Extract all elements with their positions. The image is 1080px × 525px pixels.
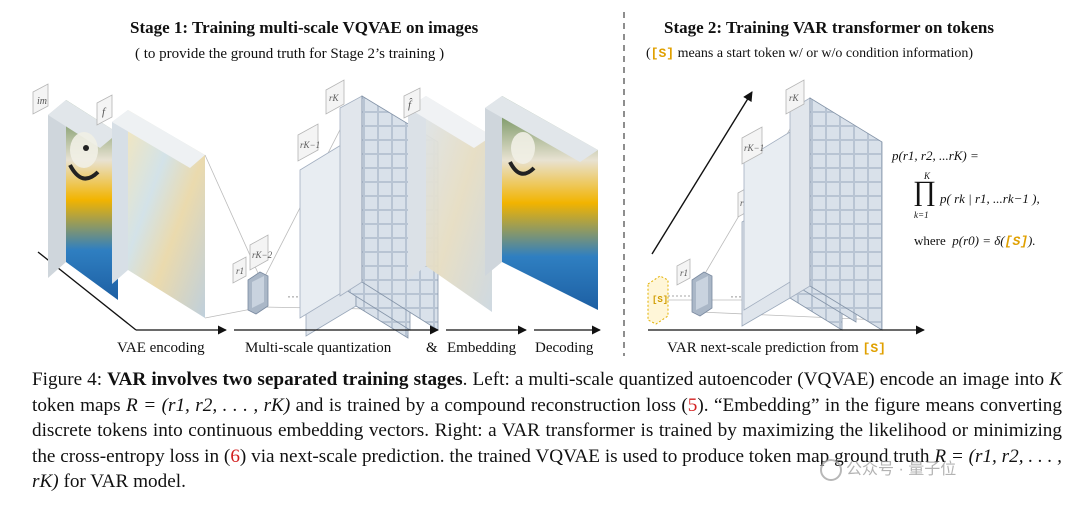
caption-K: K [1049,369,1063,390]
figure-caption: Figure 4: VAR involves two separated tra… [32,367,1062,495]
f-label: f [102,106,107,118]
formula-line3-body: p(r0) = δ( [952,233,1005,248]
caption-p2: token maps [32,394,127,416]
feature-f-slab [112,110,205,318]
wechat-icon [820,458,842,481]
caption-p5: ) via next-scale prediction. the trained… [239,445,935,467]
stage2-subtitle: ([S] means a start token w/ or w/o condi… [646,46,973,62]
start-token-s: [S] [647,275,669,325]
feature-f-hat-slab [408,96,492,312]
f-label-tag: f [96,94,113,126]
formula-prod: ∏ [913,176,937,207]
caption-R-def2: R = (r1, r2, . . . , rK) [32,445,1062,493]
r1-label-tag: r1 [232,256,247,284]
axis-label-decoding: Decoding [535,340,594,356]
caption-bold: VAR involves two separated training stag… [107,369,463,390]
stage2-rK-label: rK [789,93,800,103]
stage2-rK-tag: rK [785,79,805,115]
formula-where: where [914,233,946,248]
stage2-title: Stage 2: Training VAR transformer on tok… [664,18,994,37]
caption-R-def: R = (r1, r2, . . . , rK) [126,394,291,416]
formula-prod-bottom: k=1 [914,210,929,220]
formula-line3-end: ). [1028,233,1036,248]
caption-ref-6[interactable]: 6 [230,445,240,467]
stage1-ellipsis: ··· [287,289,299,303]
caption-p4: ). “Embedding” in the figure means conve… [32,394,1062,467]
stage2-subtitle-open: ( [646,46,651,61]
rK1-label-tag: rK−1 [297,123,320,162]
token-map-r1 [247,271,269,315]
formula-line2-body: p( rk | r1, ...rk−1 ), [940,191,1040,206]
stage1-diagram: im f r1 ··· [32,79,601,339]
stage2-token-rK [789,97,883,331]
stage2-r1-label: r1 [680,268,688,278]
r1-label: r1 [236,266,244,276]
f-hat-label: f̂ [408,98,413,111]
stage2-rK1-label: rK−1 [744,143,764,153]
caption-p3: and is trained by a compound reconstruct… [290,394,688,416]
axis-label-amp: & [426,340,438,356]
formula-line3-tag: [S] [1004,234,1029,249]
stage1-title: Stage 1: Training multi-scale VQVAE on i… [130,18,479,37]
watermark: 公众号 · 量子位 [820,455,956,481]
caption-prefix: Figure 4: [32,369,108,390]
axis-label-var-next: VAR next-scale prediction from [S] [667,340,886,357]
stage2-subtitle-tag: [S] [650,46,675,61]
rK2-label-tag: rK−2 [249,234,273,271]
formula-line1: p(r1, r2, ...rK) = [892,148,979,163]
stage2-ellipsis: ··· [730,289,742,303]
axis-label-multi-scale: Multi-scale quantization [245,340,392,356]
axis-label-embedding: Embedding [447,340,517,356]
input-image-slab [48,100,118,300]
start-token-label: [S] [652,295,668,305]
watermark-text: 公众号 · 量子位 [846,461,957,478]
stage2-token-r1 [691,271,713,317]
im-label: im [37,96,47,107]
reconstructed-image-slab [485,96,598,310]
var-next-text: VAR next-scale prediction from [667,340,863,356]
stage2-diagram: [S] r1 ··· rK−2 rK−1 [647,79,925,335]
stage1-subtitle: ( to provide the ground truth for Stage … [135,46,445,62]
f-hat-label-tag: f̂ [403,87,421,119]
rK-label: rK [329,93,340,103]
var-next-tag: [S] [862,341,886,356]
stage2-up-arrow [651,91,753,255]
figure-diagram: im f r1 ··· [32,12,925,356]
stage2-r1-tag: r1 [676,258,691,286]
axis-label-vae-encoding: VAE encoding [117,340,205,356]
formula-line3: where p(r0) = δ([S]). [914,233,1036,249]
rK-label-tag: rK [325,79,345,115]
im-label-tag: im [32,83,49,115]
rK1-label: rK−1 [300,140,320,150]
caption-p1: . Left: a multi-scale quantized autoenco… [462,369,1050,390]
formula-prod-top: K [924,171,931,181]
rK2-label: rK−2 [252,250,273,260]
stage2-subtitle-rest: means a start token w/ or w/o condition … [674,46,974,61]
stage2-rK1-tag: rK−1 [741,126,764,165]
caption-ref-5[interactable]: 5 [687,394,698,416]
caption-p6: for VAR model. [58,471,186,493]
